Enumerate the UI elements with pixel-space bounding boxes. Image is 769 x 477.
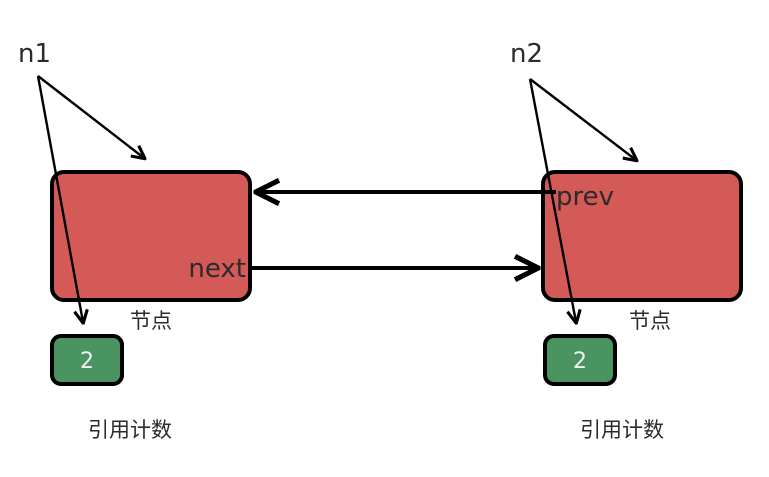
refcount-caption-left: 引用计数	[88, 418, 172, 442]
variable-label-n1: n1	[18, 39, 51, 69]
pointer-n1-to-node	[37, 75, 144, 158]
node-box-left	[50, 170, 252, 302]
field-label-next: next	[188, 254, 246, 284]
node-caption-left: 节点	[130, 309, 172, 333]
pointer-n1-to-refcount	[36, 75, 83, 322]
pointer-n2-to-node	[529, 78, 636, 160]
field-label-prev: prev	[556, 182, 614, 212]
refcount-value-right: 2	[573, 349, 587, 374]
refcount-value-left: 2	[80, 349, 94, 374]
refcount-caption-right: 引用计数	[580, 418, 664, 442]
node-caption-right: 节点	[629, 309, 671, 333]
variable-label-n2: n2	[510, 39, 543, 69]
node-box-right	[541, 170, 743, 302]
pointer-n2-to-refcount	[528, 78, 576, 322]
refcount-box-right	[543, 334, 617, 386]
refcount-box-left	[50, 334, 124, 386]
